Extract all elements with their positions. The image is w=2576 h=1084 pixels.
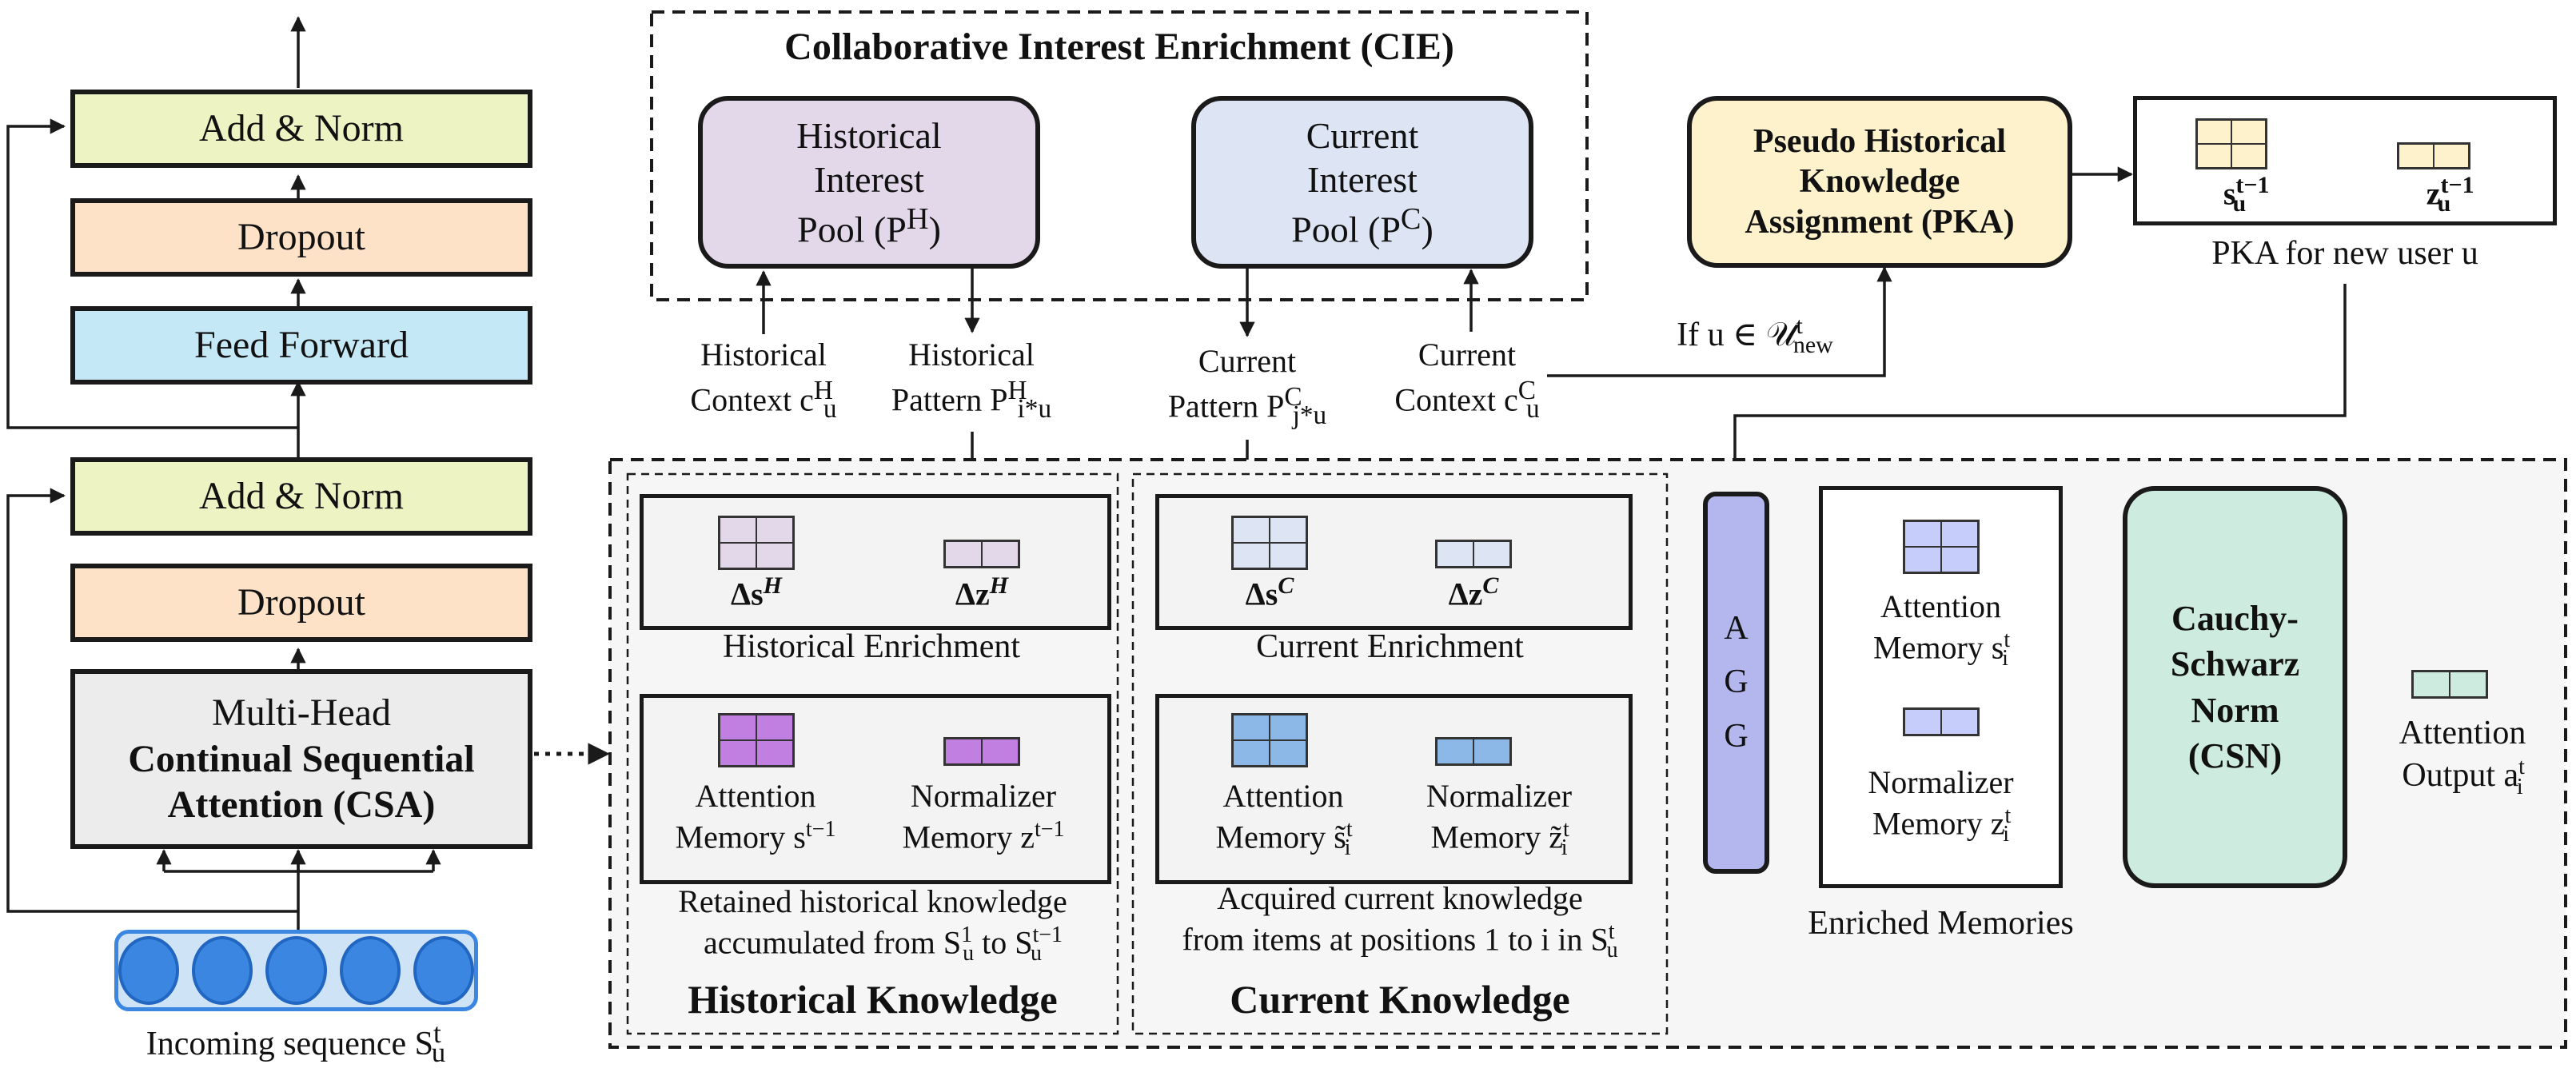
- agg-block: A G G: [1703, 492, 1769, 874]
- agg-letter-g1: G: [1724, 664, 1749, 701]
- cur-pool-line2: Interest: [1307, 158, 1418, 200]
- dropout-bottom-label: Dropout: [237, 581, 365, 624]
- add-norm-top-label: Add & Norm: [199, 107, 404, 150]
- cur-att-mem-icon: [1231, 713, 1308, 767]
- csa-line1: Multi-Head: [212, 691, 391, 735]
- enriched-normalizer-memory-label: Normalizer Memory zti: [1868, 764, 2014, 847]
- attention-output-label: Attention Output ati: [2399, 715, 2526, 799]
- pka-line1: Pseudo Historical: [1753, 122, 2007, 160]
- current-knowledge-title: Current Knowledge: [1230, 977, 1570, 1022]
- sequence-item: [413, 936, 475, 1005]
- current-enrichment-label: Current Enrichment: [1256, 628, 1524, 665]
- cie-title: Collaborative Interest Enrichment (CIE): [784, 26, 1454, 68]
- cur-normalizer-memory-label: Normalizer Memory z̃ti: [1426, 778, 1573, 861]
- dropout-top-block: Dropout: [70, 198, 532, 277]
- csn-line1: Cauchy-: [2171, 599, 2299, 639]
- sequence-item: [265, 936, 327, 1005]
- csa-line2: Continual Sequential: [128, 737, 475, 780]
- feed-forward-label: Feed Forward: [194, 324, 409, 367]
- current-interest-pool: Current Interest Pool (PC): [1191, 96, 1533, 269]
- pka-condition: If u ∈ 𝒰tnew: [1677, 313, 1833, 359]
- enriched-norm-icon: [1903, 707, 1980, 736]
- cur-enrich-s-symbol: ΔsC: [1245, 572, 1294, 612]
- incoming-sub: u: [431, 1037, 446, 1069]
- cur-attention-memory-label: Attention Memory s̃ti: [1215, 778, 1353, 861]
- hist-enrich-s-icon: [718, 516, 795, 570]
- pka-s-symbol: st−1u: [2223, 172, 2270, 217]
- historical-enrichment-label: Historical Enrichment: [722, 628, 1021, 665]
- cur-norm-mem-icon: [1435, 737, 1512, 766]
- sequence-item: [339, 936, 401, 1005]
- pka-z-grid-icon: [2397, 142, 2470, 169]
- hist-enrich-z-symbol: ΔzH: [955, 572, 1009, 612]
- enriched-memories-caption: Enriched Memories: [1808, 905, 2074, 942]
- incoming-sequence-label: Incoming sequence Stu: [96, 1017, 496, 1070]
- add-norm-bottom-block: Add & Norm: [70, 457, 532, 536]
- pka-s-grid-icon: [2195, 118, 2267, 169]
- cur-enrich-s-icon: [1231, 516, 1308, 570]
- attention-output-icon: [2411, 670, 2488, 699]
- sequence-item: [118, 936, 180, 1005]
- pka-line2: Knowledge: [1799, 163, 1960, 201]
- hist-enrich-z-icon: [943, 540, 1020, 568]
- cur-enrich-z-symbol: ΔzC: [1448, 572, 1499, 612]
- csn-line2: Schwarz: [2170, 644, 2300, 684]
- add-norm-bottom-label: Add & Norm: [199, 475, 404, 518]
- csn-line3: Norm: [2191, 690, 2279, 730]
- hist-att-mem-icon: [718, 713, 795, 767]
- agg-letter-g2: G: [1724, 717, 1749, 755]
- sequence-item: [192, 936, 253, 1005]
- current-context-label: Current Context cCu: [1394, 337, 1540, 424]
- cur-pool-line1: Current: [1306, 114, 1419, 156]
- csn-line4: (CSN): [2187, 735, 2283, 775]
- historical-interest-pool: Historical Interest Pool (PH): [698, 96, 1040, 269]
- current-knowledge-description: Acquired current knowledge from items at…: [1182, 880, 1618, 963]
- csa-line3: Attention (CSA): [167, 783, 436, 827]
- hist-enrich-s-symbol: ΔsH: [731, 572, 782, 612]
- hist-pool-line2: Interest: [814, 158, 924, 200]
- hist-pool-line3: Pool (PH): [797, 201, 941, 250]
- cur-enrich-z-icon: [1435, 540, 1512, 568]
- incoming-label-text: Incoming sequence S: [146, 1026, 433, 1062]
- dropout-bottom-block: Dropout: [70, 564, 532, 642]
- pka-line3: Assignment (PKA): [1745, 203, 2015, 241]
- hist-attention-memory-label: Attention Memory st−1: [675, 778, 836, 855]
- incoming-sup: t: [433, 1018, 441, 1049]
- hist-pool-line1: Historical: [796, 114, 942, 156]
- historical-knowledge-description: Retained historical knowledge accumulate…: [678, 883, 1067, 966]
- current-pattern-label: Current Pattern PCj*u: [1167, 343, 1327, 431]
- dropout-top-label: Dropout: [237, 216, 365, 259]
- pka-z-symbol: zt−1u: [2426, 172, 2474, 217]
- agg-letter-a: A: [1724, 610, 1749, 648]
- add-norm-top-block: Add & Norm: [70, 90, 532, 168]
- cur-pool-line3: Pool (PC): [1291, 201, 1434, 250]
- pka-caption: PKA for new user u: [2211, 235, 2478, 272]
- feed-forward-block: Feed Forward: [70, 306, 532, 385]
- enriched-att-icon: [1903, 520, 1980, 574]
- enriched-attention-memory-label: Attention Memory sti: [1873, 588, 2011, 672]
- historical-pattern-label: Historical Pattern PHi*u: [891, 337, 1052, 424]
- hist-normalizer-memory-label: Normalizer Memory zt−1: [902, 778, 1065, 855]
- csn-block: Cauchy- Schwarz Norm (CSN): [2123, 486, 2347, 888]
- pka-block: Pseudo Historical Knowledge Assignment (…: [1687, 96, 2072, 268]
- historical-context-label: Historical Context cHu: [690, 337, 837, 424]
- historical-knowledge-title: Historical Knowledge: [688, 977, 1058, 1022]
- csa-block: Multi-Head Continual Sequential Attentio…: [70, 669, 532, 849]
- hist-norm-mem-icon: [943, 737, 1020, 766]
- incoming-sequence: [114, 930, 478, 1011]
